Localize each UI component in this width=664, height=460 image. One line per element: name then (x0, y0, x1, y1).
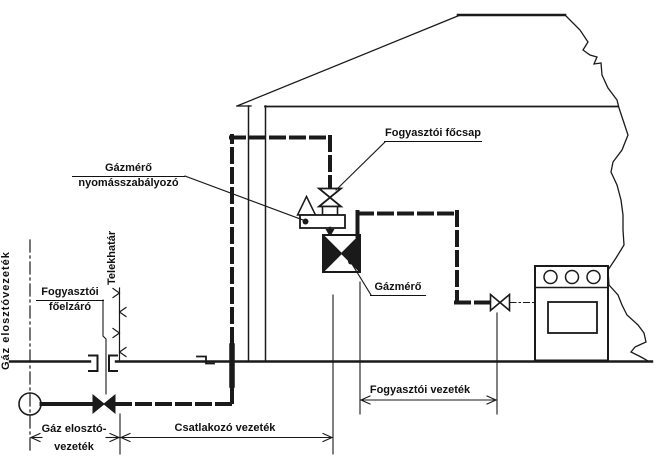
extension-lines (119, 281, 498, 455)
pipe-sleeve-mid (196, 355, 215, 365)
oven-door (547, 301, 598, 334)
meter-label: Gázmérő (370, 281, 426, 296)
gas-meter-icon (322, 234, 361, 273)
distribution-axis-label: Gáz elosztóvezeték (0, 251, 12, 370)
regulator-label-line1: Gázmérő (72, 162, 185, 177)
dim-distribution-label-line1: Gáz elosztó- (41, 423, 107, 435)
dim-distribution-label-line2: vezeték (54, 441, 94, 453)
pressure-regulator-icon (299, 214, 346, 229)
appliance-valve-icon (489, 292, 511, 313)
indoor-consumer-line (357, 210, 491, 305)
meter-leader (351, 263, 372, 296)
main-shutoff-label: Fogyasztói főelzáró (36, 286, 104, 314)
stove-icon (534, 265, 609, 362)
regulator-leader (184, 175, 304, 221)
dimension-lines (29, 395, 498, 443)
vent-triangle-icon (296, 194, 317, 216)
valve-stem (321, 205, 339, 216)
burner-knob (586, 269, 601, 285)
jagged-wall-edge (564, 14, 649, 362)
dim-connection-label: Csatlakozó vezeték (174, 422, 276, 434)
house-outline (236, 13, 649, 362)
regulator-label: Gázmérő nyomásszabályozó (72, 162, 185, 190)
shutoff-leader (102, 299, 107, 395)
burner-knob (564, 269, 580, 285)
pipe-sleeve-left (88, 354, 118, 372)
buried-service-line (115, 134, 333, 406)
regulator-label-line2: nyomásszabályozó (78, 177, 179, 189)
flow-arrow (325, 229, 335, 237)
leader-lines (102, 141, 386, 395)
regulator-dot (302, 218, 309, 225)
main-shutoff-label-line1: Fogyasztói (36, 286, 104, 301)
consumer-tap-label: Fogyasztói főcsap (384, 127, 482, 142)
main-shutoff-label-line2: főelzáró (48, 301, 92, 313)
tap-leader (335, 141, 386, 191)
dim-consumer-label: Fogyasztói vezeték (369, 384, 471, 396)
main-shutoff-valve-icon (92, 393, 116, 415)
meter-dot (348, 258, 354, 265)
roof-slope (236, 14, 460, 107)
property-boundary-line (112, 287, 127, 362)
consumer-tap-valve-icon (316, 187, 344, 208)
property-boundary-label: Telekhatár (106, 230, 118, 285)
burner-knob (543, 269, 558, 285)
